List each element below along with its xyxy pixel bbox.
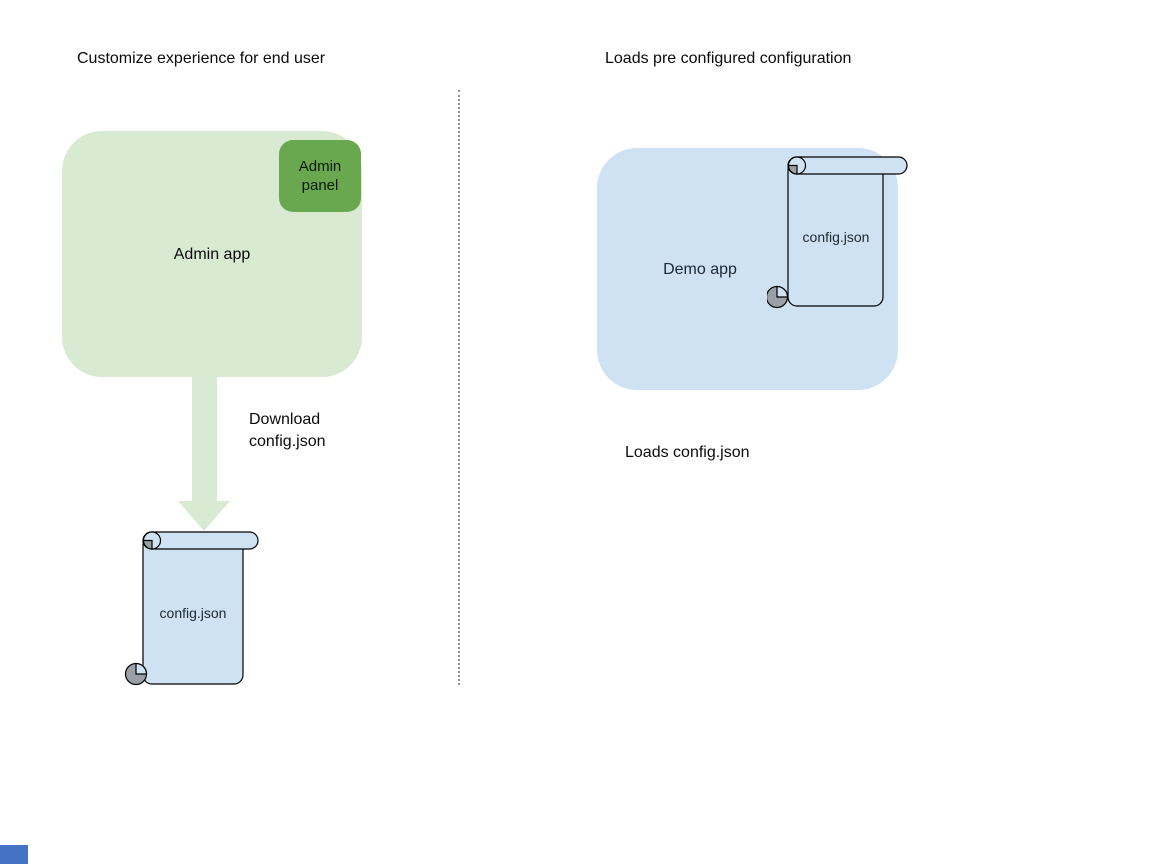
config-file-label: config.json xyxy=(159,605,227,621)
right-section-title: Loads pre configured configuration xyxy=(605,50,852,67)
corner-partial-element xyxy=(0,845,28,864)
scroll-top-curl-notch xyxy=(142,539,153,550)
download-arrow-icon xyxy=(178,377,230,531)
left-section-title: Customize experience for end user xyxy=(77,50,326,67)
config-file-scroll-icon xyxy=(767,156,908,309)
download-caption: Download config.json xyxy=(249,411,326,450)
scroll-bottom-curl-notch xyxy=(135,662,148,675)
scroll-top-curl-notch xyxy=(787,164,798,175)
loads-config-caption: Loads config.json xyxy=(625,444,750,461)
admin-app-box: Admin app Admin panel xyxy=(62,131,362,377)
section-divider xyxy=(458,90,460,685)
config-file-scroll-icon xyxy=(124,531,259,686)
admin-panel-label: Admin panel xyxy=(298,158,342,194)
config-file-label: config.json xyxy=(802,229,870,245)
scroll-bottom-curl-notch xyxy=(776,285,789,298)
download-arrow-shape xyxy=(178,377,230,531)
demo-app-label: Demo app xyxy=(663,261,737,278)
admin-app-label: Admin app xyxy=(173,245,251,263)
admin-panel-box: Admin panel xyxy=(279,140,361,212)
